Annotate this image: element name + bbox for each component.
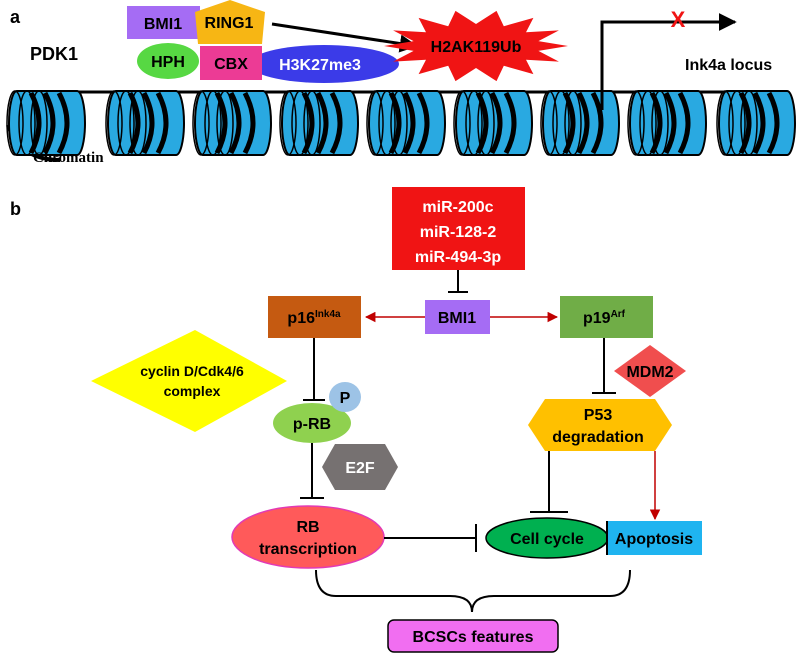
bmi1-box-b	[425, 300, 490, 334]
p16-text: p16Ink4a	[287, 309, 341, 327]
p53-degradation-hexagon	[528, 399, 672, 451]
bcscs-features-box	[387, 619, 559, 653]
prb-text: p-RB	[293, 416, 331, 433]
bmi1-box-a	[127, 6, 200, 39]
mirna-128-2-text: miR-128-2	[420, 224, 497, 241]
cyclin-complex-diamond	[91, 330, 287, 432]
cell-cycle-text: Cell cycle	[510, 531, 584, 548]
nucleosome	[105, 90, 185, 156]
p53-text-line1: P53	[584, 407, 613, 424]
e2f-hexagon	[322, 444, 398, 490]
panel-a-label: a	[10, 7, 21, 27]
nucleosome	[279, 90, 359, 156]
rb-transcription-line2: transcription	[259, 541, 357, 558]
rb-transcription-ellipse	[231, 505, 385, 569]
prb-ellipse	[273, 403, 351, 443]
p19-text: p19Arf	[583, 309, 626, 327]
nucleosome	[540, 90, 620, 156]
cyclin-text-line2: complex	[164, 383, 221, 399]
chromatin-label: Chromatin	[33, 150, 104, 166]
nucleosome	[627, 90, 707, 156]
ink4a-locus-label: Ink4a locus	[685, 57, 772, 74]
p19-superscript: Arf	[611, 309, 626, 320]
p16-base: p16	[287, 310, 315, 327]
e2f-text: E2F	[345, 460, 375, 477]
mirna-494-3p-text: miR-494-3p	[415, 249, 501, 266]
nucleosome	[192, 90, 272, 156]
p16-box	[268, 296, 361, 338]
mdm2-text: MDM2	[626, 364, 673, 381]
ring1-to-h2ak119ub-arrow	[271, 22, 418, 53]
ring1-text: RING1	[205, 15, 254, 32]
bmi1-text-a: BMI1	[144, 16, 182, 33]
p53-text-line2: degradation	[552, 429, 644, 446]
h3k27me3-ellipse	[249, 45, 399, 83]
transcription-start-arrow	[600, 13, 737, 110]
pdk1-label: PDK1	[30, 44, 78, 64]
apoptosis-text: Apoptosis	[615, 531, 693, 548]
nucleosome	[716, 90, 796, 156]
nucleosome-row	[6, 90, 796, 156]
h2ak119ub-text: H2AK119Ub	[431, 39, 522, 56]
features-brace	[315, 569, 631, 613]
phosphate-circle	[329, 382, 361, 412]
phosphate-text: P	[340, 390, 351, 407]
panel-b-label: b	[10, 199, 21, 219]
cyclin-text-line1: cyclin D/Cdk4/6	[140, 363, 244, 379]
p16-superscript: Ink4a	[315, 309, 341, 320]
blocked-x-mark: X	[671, 7, 686, 32]
mirna-box	[392, 187, 525, 270]
hph-text: HPH	[151, 54, 185, 71]
apoptosis-box	[606, 521, 702, 555]
ring1-pentagon	[195, 0, 265, 44]
mdm2-diamond	[614, 345, 686, 397]
cbx-text: CBX	[214, 56, 248, 73]
h3k27me3-text: H3K27me3	[279, 57, 361, 74]
rb-transcription-line1: RB	[296, 519, 319, 536]
p19-base: p19	[583, 310, 611, 327]
hph-ellipse	[137, 43, 199, 79]
bcscs-features-text: BCSCs features	[413, 629, 534, 646]
nucleosome	[453, 90, 533, 156]
h2ak119ub-starburst	[384, 10, 568, 82]
cbx-box	[200, 46, 262, 80]
p19-box	[560, 296, 653, 338]
mirna-200c-text: miR-200c	[422, 199, 493, 216]
nucleosome	[6, 90, 86, 156]
nucleosome	[366, 90, 446, 156]
bmi1-text-b: BMI1	[438, 310, 476, 327]
